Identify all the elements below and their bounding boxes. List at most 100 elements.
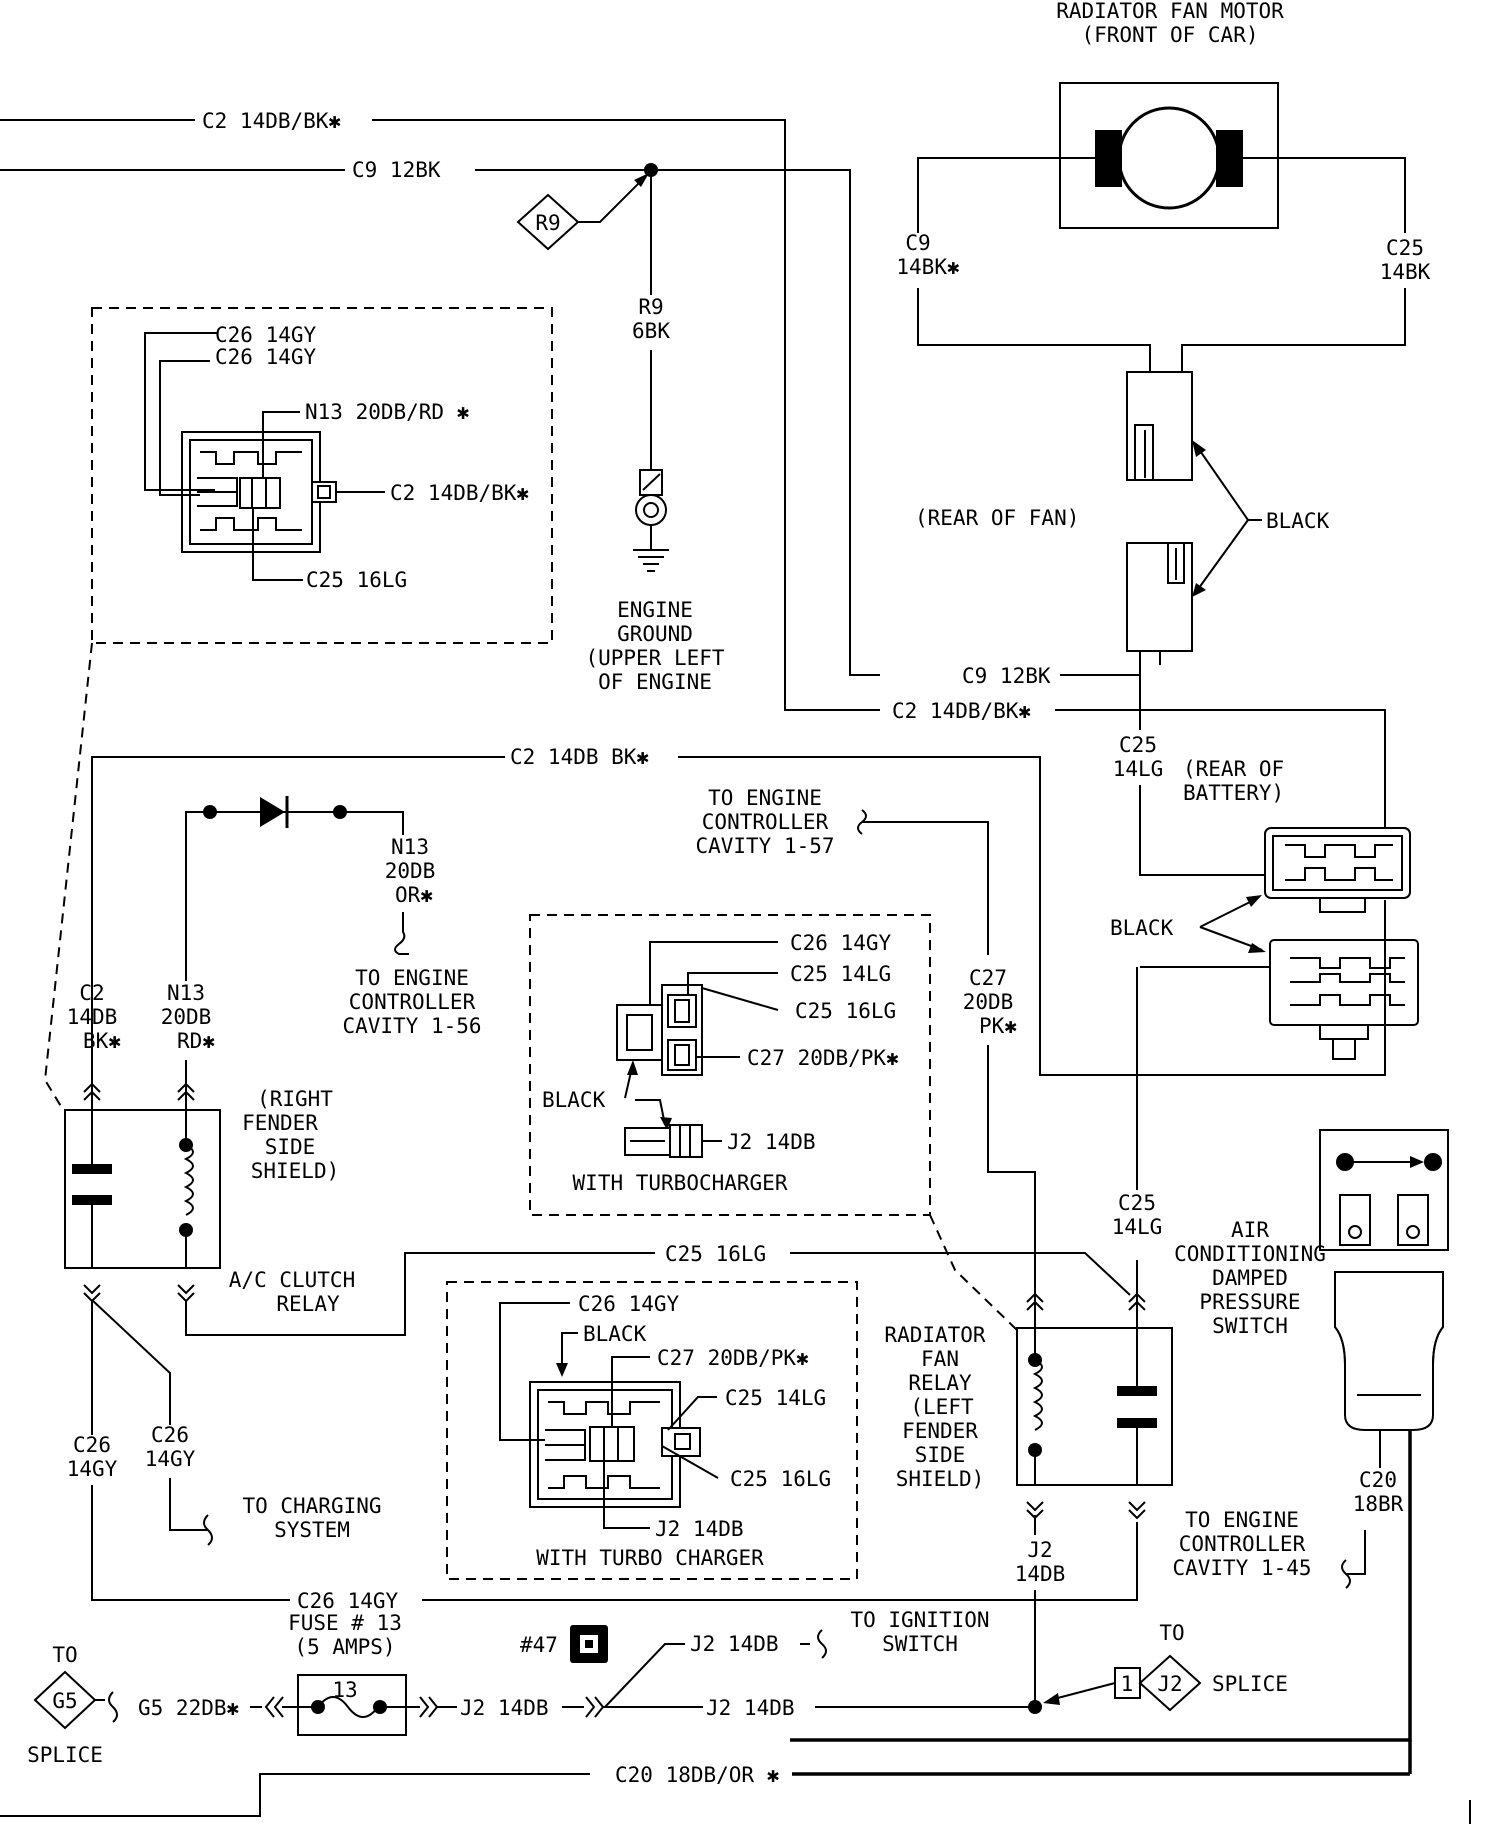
wire-label-c25-right-1: C25 <box>1118 1191 1156 1215</box>
wire-j2-ignition: #47 J2 14DB TO IGNITION SWITCH <box>520 1608 990 1708</box>
wire-label-c2-top: C2 14DB/BK✱ <box>202 109 341 133</box>
ac-pressure-switch: C20 18BR AIR CONDITIONING DAMPED PRESSUR… <box>1172 1129 1449 1589</box>
black-batt-label: BLACK <box>1110 916 1174 940</box>
t1-c27-label: C27 20DB/PK✱ <box>747 1046 899 1070</box>
wire-label-c9-top: C9 12BK <box>352 158 441 182</box>
wire-label-j2-relay-2: 14DB <box>1015 1562 1066 1586</box>
fan-relay-label-7: SHIELD) <box>896 1467 985 1491</box>
black-fan-label: BLACK <box>1266 509 1330 533</box>
ac-switch-label-1: AIR <box>1231 1218 1269 1242</box>
j2-splice-tag: TO 1 J2 SPLICE <box>1043 1621 1288 1712</box>
wire-label-c20-1: C20 <box>1359 1468 1397 1492</box>
to-engine-57-label-2: CONTROLLER <box>702 810 829 834</box>
wire-label-c25-motor-1: C25 <box>1386 236 1424 260</box>
splice-j2-label: SPLICE <box>1212 1672 1288 1696</box>
r9-tag-label: R9 <box>535 211 560 235</box>
wire-label-n13-3: OR✱ <box>395 883 433 907</box>
wire-label-c20-bottom: C20 18DB/OR ✱ <box>615 1763 780 1787</box>
wire-label-c25-motor-2: 14BK <box>1380 260 1431 284</box>
wire-label-c20-2: 18BR <box>1353 1492 1404 1516</box>
diode-n13: N13 20DB OR✱ TO ENGINE CONTROLLER CAVITY… <box>161 796 482 1085</box>
tl-c26b-label: C26 14GY <box>215 345 317 369</box>
ac-switch-label-3: DAMPED <box>1212 1266 1288 1290</box>
ac-switch-label-5: SWITCH <box>1212 1314 1288 1338</box>
r9-connector-tag: R9 <box>516 173 649 251</box>
wire-c2-mid: C2 14DB/BK✱ <box>892 699 1386 830</box>
wire-label-j2-ign: J2 14DB <box>690 1632 779 1656</box>
t1-c25a-label: C25 14LG <box>790 962 891 986</box>
to-ignition-label-1: TO IGNITION <box>850 1608 989 1632</box>
wire-label-c26-bl-2: 14GY <box>67 1457 118 1481</box>
to-engine-57-label-3: CAVITY 1-57 <box>695 834 834 858</box>
fuse-number: 13 <box>332 1678 357 1702</box>
connector-box-turbo1: C26 14GY C25 14LG C25 16LG C27 20DB/PK✱ … <box>529 914 931 1216</box>
fan-connector <box>1126 371 1193 665</box>
wire-label-c2-mid: C2 14DB/BK✱ <box>892 699 1031 723</box>
to-charging-label-2: SYSTEM <box>274 1518 350 1542</box>
wire-label-r9-2: 6BK <box>632 319 670 343</box>
ac-clutch-relay: (RIGHT FENDER SIDE SHIELD) A/C CLUTCH RE… <box>64 1082 355 1316</box>
leader-dash-fan-relay <box>929 1214 1018 1331</box>
wire-label-c2-relay-2: 14DB <box>67 1005 118 1029</box>
g5-tag-label: G5 <box>52 1689 77 1713</box>
fuse-label-1: FUSE # 13 <box>288 1611 402 1635</box>
wire-c25-16lg: C25 16LG <box>185 1242 1131 1336</box>
wire-c20-bottom: C20 18DB/OR ✱ <box>0 1740 1471 1824</box>
wire-label-c26-b2-2: 14GY <box>145 1447 196 1471</box>
wire-c9-mid: C9 12BK <box>962 664 1140 688</box>
fan-motor-subtitle: (FRONT OF CAR) <box>1081 23 1258 47</box>
wire-label-c2-relay-1: C2 <box>79 981 104 1005</box>
wire-label-c9-motor-2: 14BK✱ <box>896 255 960 279</box>
tl-c26a-label: C26 14GY <box>215 323 317 347</box>
to-engine-56-label-3: CAVITY 1-56 <box>342 1014 481 1038</box>
wire-j2-fuse: J2 14DB J2 14DB <box>419 1696 1042 1720</box>
wire-g5: TO G5 SPLICE G5 22DB✱ <box>27 1643 284 1767</box>
ac-clutch-relay-label-2: RELAY <box>276 1292 340 1316</box>
fan-relay-label-2: FAN <box>921 1347 959 1371</box>
leader-dash-ac <box>43 642 93 1109</box>
radiator-fan-motor: RADIATOR FAN MOTOR (FRONT OF CAR) C9 14B… <box>896 0 1431 372</box>
connector-47-label: #47 <box>520 1633 558 1657</box>
connector-box-turbo2: C26 14GY BLACK C27 20DB/PK✱ C25 14LG C25… <box>446 1281 858 1580</box>
wire-c25-batt: C25 14LG (REAR OF BATTERY) <box>1113 665 1284 876</box>
wire-label-c25-batt-2: 14LG <box>1113 757 1164 781</box>
wire-label-c25-16lg: C25 16LG <box>665 1242 766 1266</box>
wire-label-c26-b2-1: C26 <box>151 1423 189 1447</box>
battery-connector-upper <box>1264 827 1411 913</box>
t1-j2-label: J2 14DB <box>727 1130 816 1154</box>
wire-c26: C26 14GY C26 14GY TO CHARGING SYSTEM C26… <box>67 1299 1138 1613</box>
fan-relay-label-6: SIDE <box>915 1443 966 1467</box>
t2-black-label: BLACK <box>583 1322 647 1346</box>
t2-caption: WITH TURBO CHARGER <box>536 1546 764 1570</box>
fuse-13: FUSE # 13 (5 AMPS) 13 <box>282 1611 420 1736</box>
t2-c27-label: C27 20DB/PK✱ <box>657 1346 809 1370</box>
wire-label-j2-fuse: J2 14DB <box>460 1696 549 1720</box>
to-g5-label: TO <box>52 1643 77 1667</box>
fan-relay-label-1: RADIATOR <box>884 1323 986 1347</box>
engine-ground-label-4: OF ENGINE <box>598 670 712 694</box>
splice-g5-label: SPLICE <box>27 1743 103 1767</box>
ac-clutch-relay-label-1: A/C CLUTCH <box>229 1268 355 1292</box>
wire-label-j2-relay-1: J2 <box>1027 1538 1052 1562</box>
t1-c26-label: C26 14GY <box>790 931 892 955</box>
wire-label-n13b-3: RD✱ <box>177 1029 215 1053</box>
fan-relay-label-4: (LEFT <box>910 1395 974 1419</box>
tl-c2-label: C2 14DB/BK✱ <box>390 481 529 505</box>
t1-black-label: BLACK <box>542 1088 606 1112</box>
wire-label-j2-bottom: J2 14DB <box>706 1696 795 1720</box>
wire-label-r9-1: R9 <box>638 295 663 319</box>
wire-label-c27-3: PK✱ <box>979 1014 1017 1038</box>
wire-label-n13b-1: N13 <box>167 981 205 1005</box>
engine-ground: R9 6BK ENGINE GROUND (UPPER LEFT OF ENGI… <box>585 170 725 694</box>
fan-relay-label-5: FENDER <box>902 1419 978 1443</box>
to-engine-56-label-1: TO ENGINE <box>355 966 469 990</box>
wire-label-c26-bl-1: C26 <box>73 1433 111 1457</box>
to-charging-label-1: TO CHARGING <box>242 1494 381 1518</box>
fan-motor-title: RADIATOR FAN MOTOR <box>1056 0 1284 23</box>
rear-of-battery-label-2: BATTERY) <box>1183 781 1284 805</box>
t1-caption: WITH TURBOCHARGER <box>573 1171 788 1195</box>
black-label-fan: BLACK <box>1192 440 1330 597</box>
to-ignition-label-2: SWITCH <box>882 1632 958 1656</box>
t2-c26-label: C26 14GY <box>578 1292 680 1316</box>
